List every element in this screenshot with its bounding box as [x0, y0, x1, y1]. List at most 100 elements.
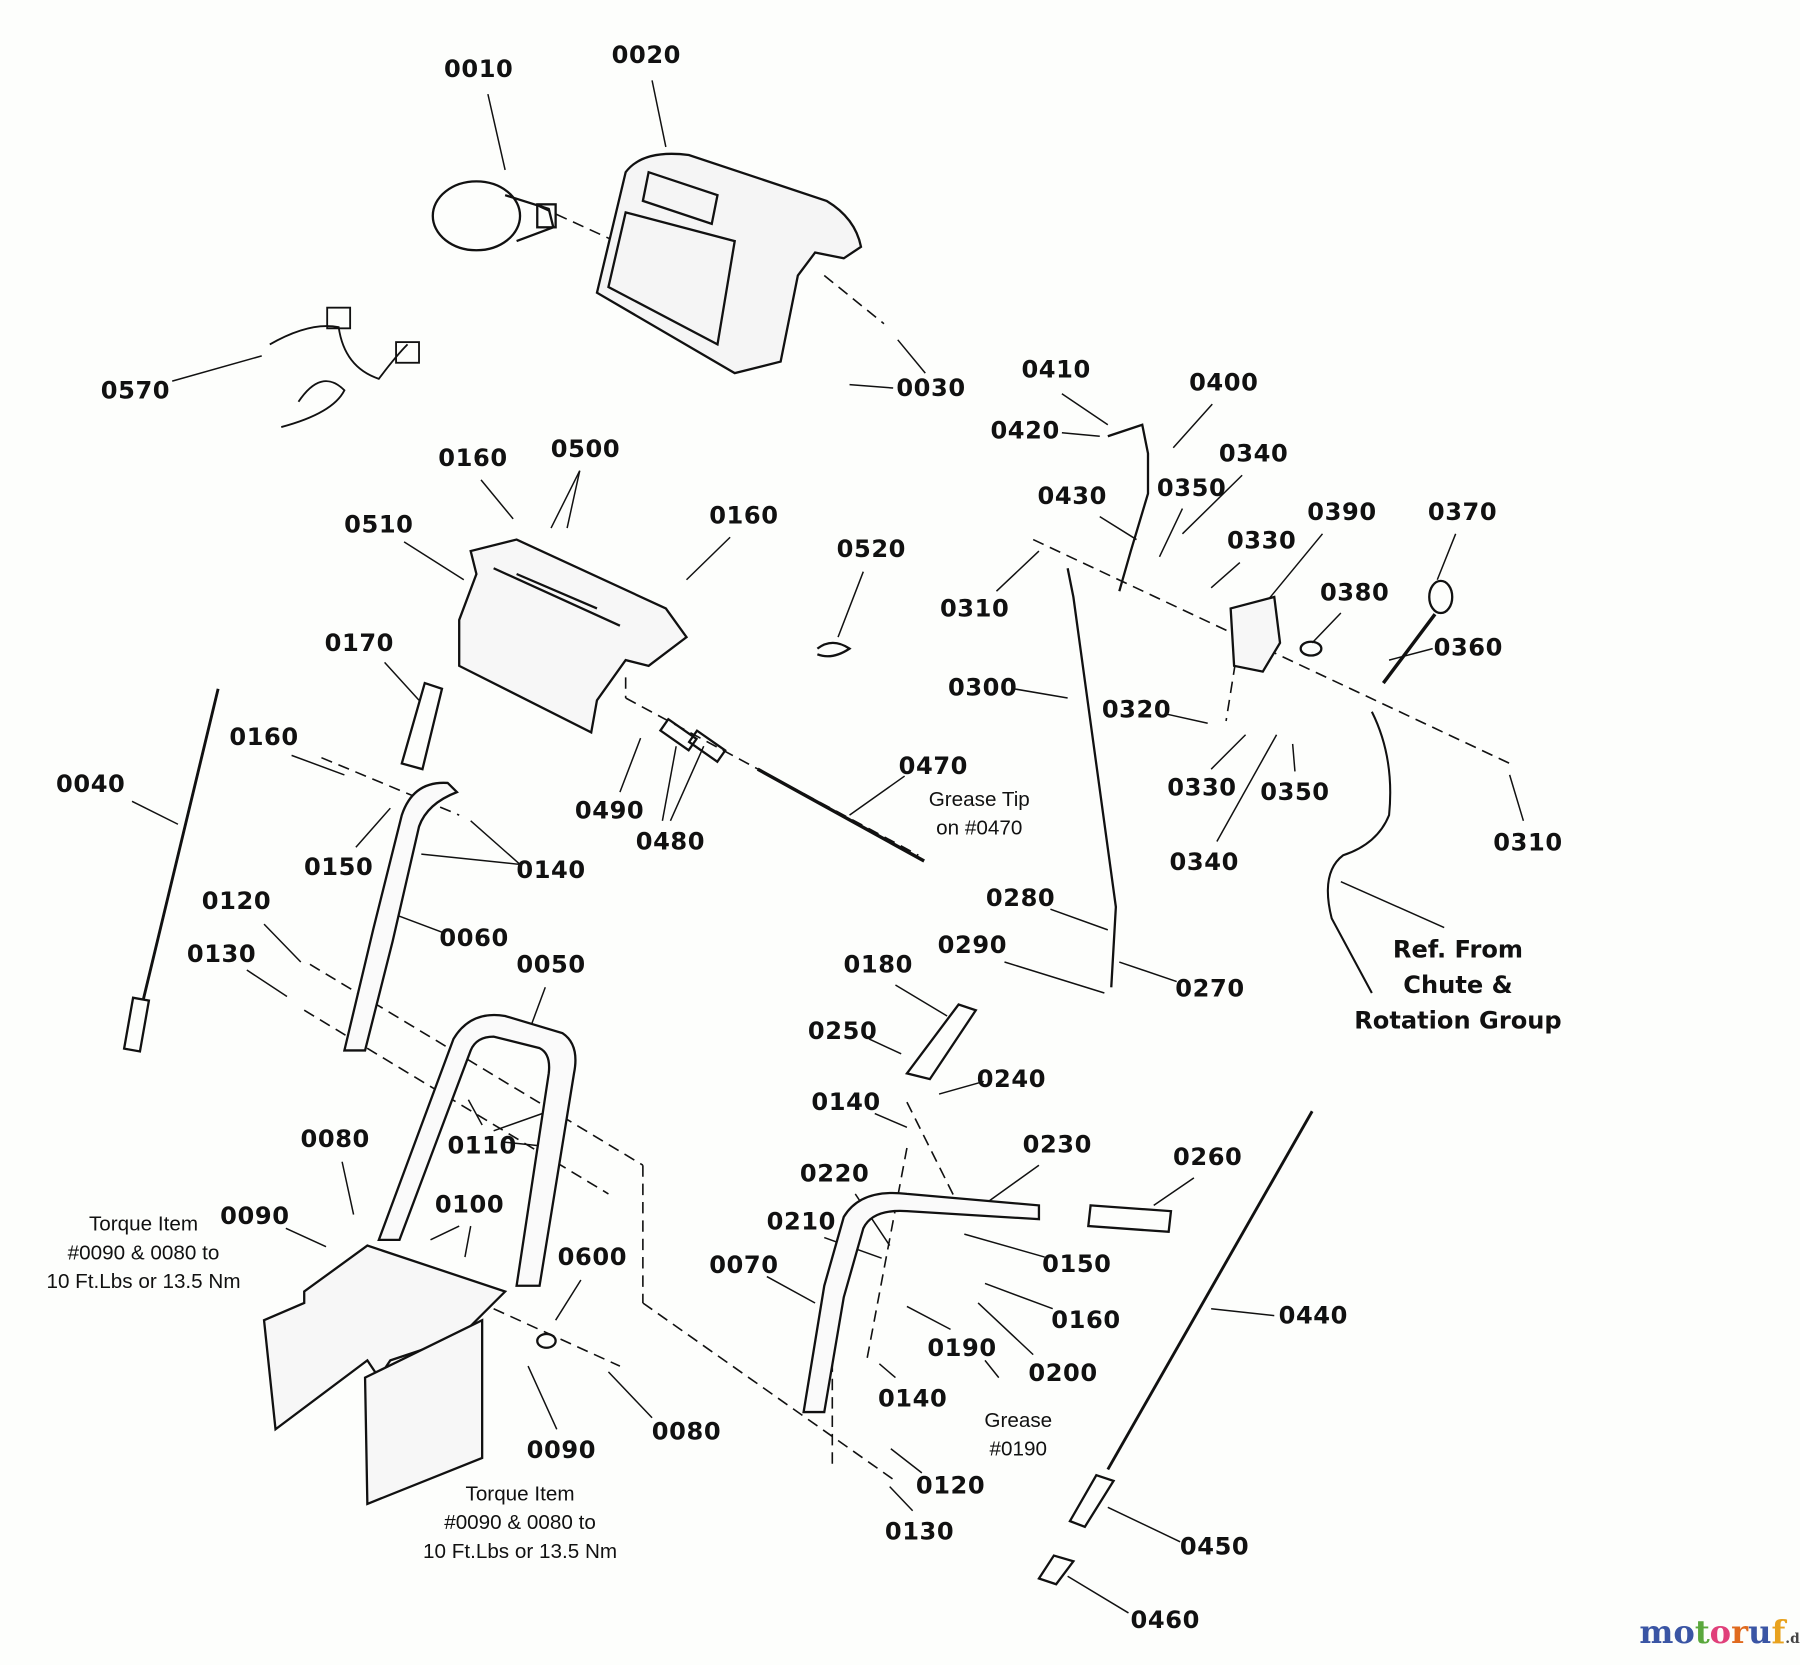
callout-0150: 0150 — [303, 852, 374, 881]
callout-0030: 0030 — [896, 374, 966, 402]
callout-0350: 0350 — [1156, 474, 1227, 502]
callout-0410: 0410 — [1021, 355, 1091, 384]
lever-part — [904, 1003, 978, 1081]
note-grease-0190: Grease #0190 — [984, 1406, 1052, 1463]
note-line: Grease — [984, 1408, 1053, 1432]
callout-0140: 0140 — [877, 1384, 948, 1413]
callout-0330: 0330 — [1167, 773, 1237, 802]
callout-0510: 0510 — [344, 510, 414, 539]
clip-part — [816, 641, 852, 658]
note-line: Chute & — [1403, 971, 1513, 999]
callout-0190: 0190 — [927, 1333, 997, 1362]
callout-0520: 0520 — [836, 534, 907, 563]
callout-0400: 0400 — [1189, 368, 1259, 397]
wire-harness-part — [269, 306, 420, 428]
lever-part-0430 — [1107, 423, 1150, 592]
callout-0450: 0450 — [1179, 1532, 1250, 1561]
callout-0100: 0100 — [434, 1190, 505, 1219]
right-handle-part — [802, 1191, 1041, 1414]
callout-0240: 0240 — [976, 1065, 1047, 1093]
note-line: #0090 & 0080 to — [67, 1240, 220, 1264]
callout-0090: 0090 — [220, 1201, 290, 1230]
callout-0160: 0160 — [709, 501, 779, 530]
callout-0010: 0010 — [444, 55, 514, 83]
leader-lines — [131, 80, 1525, 1614]
watermark-letter: o — [1709, 1612, 1732, 1651]
watermark-letter: r — [1731, 1612, 1749, 1651]
cable-part-0440 — [1037, 1110, 1314, 1586]
callout-0420: 0420 — [990, 416, 1060, 445]
callout-0160: 0160 — [229, 723, 299, 751]
callout-0220: 0220 — [799, 1159, 870, 1188]
callout-0340: 0340 — [1169, 848, 1239, 876]
callout-0330: 0330 — [1226, 526, 1297, 555]
note-torque-bottom: Torque Item #0090 & 0080 to 10 Ft.Lbs or… — [423, 1480, 617, 1566]
note-line: #0190 — [989, 1437, 1048, 1461]
callout-0600: 0600 — [557, 1243, 628, 1271]
knob-part — [1381, 579, 1454, 685]
callout-0460: 0460 — [1130, 1606, 1200, 1634]
spring-part — [658, 717, 727, 764]
callout-0290: 0290 — [937, 931, 1008, 959]
watermark-letter: f — [1771, 1612, 1786, 1651]
callout-0570: 0570 — [100, 376, 171, 405]
callout-0050: 0050 — [516, 950, 586, 979]
callout-0320: 0320 — [1101, 695, 1172, 724]
lower-handle-part — [377, 1013, 577, 1287]
callout-0210: 0210 — [766, 1207, 837, 1236]
note-ref-from: Ref. From Chute & Rotation Group — [1354, 932, 1562, 1039]
note-line: 10 Ft.Lbs or 13.5 Nm — [46, 1269, 241, 1293]
callout-0230: 0230 — [1022, 1130, 1093, 1159]
callout-0470: 0470 — [898, 751, 969, 780]
console-bracket-part — [458, 538, 689, 735]
washer-part-0600 — [536, 1332, 557, 1349]
callout-0170: 0170 — [324, 629, 395, 657]
note-torque-left: Torque Item #0090 & 0080 to 10 Ft.Lbs or… — [46, 1210, 240, 1296]
note-line: 10 Ft.Lbs or 13.5 Nm — [422, 1539, 618, 1563]
watermark-letter: m — [1639, 1612, 1674, 1651]
callout-0490: 0490 — [574, 796, 645, 825]
watermark-letter: u — [1748, 1612, 1772, 1651]
grip-part — [400, 681, 444, 771]
callout-0300: 0300 — [947, 673, 1018, 702]
grip-part-0260 — [1087, 1204, 1173, 1234]
callout-0160: 0160 — [438, 444, 508, 472]
watermark-logo: motoruf.de — [1639, 1613, 1800, 1651]
watermark-letter: o — [1673, 1612, 1695, 1651]
callout-0090: 0090 — [526, 1436, 597, 1464]
callout-0390: 0390 — [1307, 498, 1377, 526]
callout-0130: 0130 — [186, 940, 257, 968]
washer-part — [1299, 640, 1323, 657]
dash-panel-part — [595, 152, 863, 375]
callout-0430: 0430 — [1037, 482, 1107, 510]
callout-0310: 0310 — [1493, 828, 1563, 857]
callout-0310: 0310 — [939, 594, 1010, 623]
callout-0150: 0150 — [1042, 1250, 1112, 1278]
note-line: Rotation Group — [1354, 1006, 1562, 1035]
callout-0040: 0040 — [55, 770, 126, 798]
callout-0140: 0140 — [811, 1088, 881, 1116]
note-line: #0090 & 0080 to — [444, 1510, 596, 1534]
rod-part-0300 — [1066, 568, 1118, 988]
cable-part-0360 — [1326, 711, 1392, 994]
callout-0070: 0070 — [709, 1251, 779, 1279]
callout-0130: 0130 — [884, 1517, 955, 1546]
callout-0370: 0370 — [1427, 498, 1498, 526]
callout-0020: 0020 — [611, 41, 682, 69]
note-grease-tip: Grease Tip on #0470 — [929, 785, 1030, 842]
callout-0270: 0270 — [1175, 974, 1245, 1003]
rod-part — [756, 767, 925, 863]
callout-0200: 0200 — [1028, 1359, 1098, 1387]
note-line: Ref. From — [1392, 935, 1524, 964]
callout-0060: 0060 — [439, 924, 509, 952]
callout-0080: 0080 — [300, 1125, 370, 1153]
callout-0380: 0380 — [1319, 578, 1390, 607]
note-line: Torque Item — [88, 1212, 199, 1236]
callout-0260: 0260 — [1172, 1143, 1243, 1171]
callout-0080: 0080 — [651, 1417, 722, 1446]
callout-0340: 0340 — [1218, 439, 1289, 468]
watermark-suffix: .de — [1785, 1630, 1800, 1647]
callout-0480: 0480 — [635, 827, 706, 856]
callout-0160: 0160 — [1051, 1306, 1121, 1334]
